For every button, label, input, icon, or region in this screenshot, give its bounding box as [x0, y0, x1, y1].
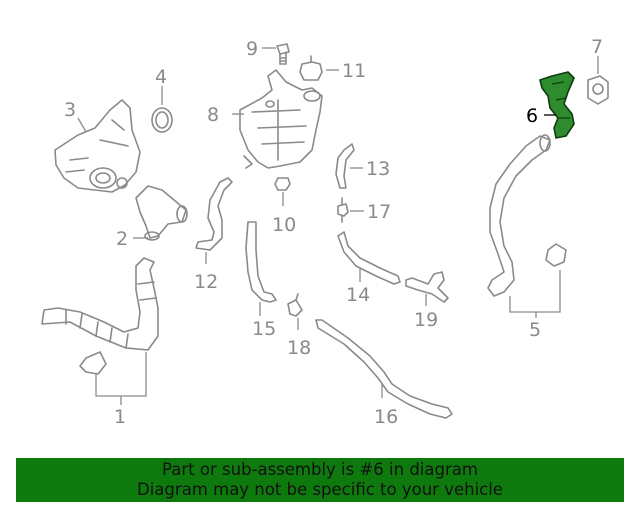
leader-5 [509, 270, 561, 313]
part-18-fitting[interactable] [287, 293, 303, 317]
part-11-cap[interactable] [299, 55, 323, 81]
banner-line-2: Diagram may not be specific to your vehi… [137, 480, 503, 499]
callout-12[interactable]: 12 [194, 271, 218, 293]
callout-13[interactable]: 13 [366, 158, 390, 180]
part-9-bolt[interactable] [276, 43, 290, 65]
callout-19[interactable]: 19 [414, 309, 438, 331]
part-6-outlet-highlighted[interactable] [539, 71, 575, 139]
parts-diagram: 3 4 2 1 12 8 9 11 [41, 36, 609, 428]
callout-1[interactable]: 1 [114, 406, 126, 428]
part-19-pipe[interactable] [405, 271, 449, 303]
callout-10[interactable]: 10 [272, 214, 296, 236]
part-14-hose[interactable] [337, 231, 401, 285]
callout-6[interactable]: 6 [526, 105, 538, 127]
callout-18[interactable]: 18 [287, 337, 311, 359]
part-1-hose[interactable] [41, 257, 159, 375]
part-5-hose[interactable] [487, 134, 567, 297]
part-4-oring[interactable] [151, 107, 173, 133]
callout-8[interactable]: 8 [207, 104, 219, 126]
callout-7[interactable]: 7 [591, 36, 603, 58]
part-17-fitting[interactable] [337, 197, 349, 223]
callout-3[interactable]: 3 [64, 99, 76, 121]
callout-17[interactable]: 17 [367, 201, 391, 223]
callout-15[interactable]: 15 [252, 318, 276, 340]
part-13-hose[interactable] [335, 143, 355, 189]
callout-9[interactable]: 9 [246, 38, 258, 60]
part-12-hose[interactable] [195, 177, 233, 251]
part-8-reservoir[interactable] [239, 69, 323, 169]
callout-2[interactable]: 2 [116, 228, 128, 250]
part-7-gasket[interactable] [587, 75, 609, 105]
callout-16[interactable]: 16 [374, 406, 398, 428]
part-3-housing[interactable] [54, 99, 141, 193]
callout-4[interactable]: 4 [155, 66, 167, 88]
callout-14[interactable]: 14 [346, 284, 370, 306]
leader-3 [77, 117, 87, 133]
callout-5[interactable]: 5 [529, 319, 541, 341]
banner-line-1: Part or sub-assembly is #6 in diagram [162, 460, 478, 479]
callout-11[interactable]: 11 [342, 60, 366, 82]
part-10-plug[interactable] [274, 177, 291, 191]
part-15-hose[interactable] [245, 221, 277, 303]
part-16-hose[interactable] [315, 319, 453, 419]
part-2-thermostat[interactable] [135, 185, 188, 241]
part-info-banner: Part or sub-assembly is #6 in diagram Di… [16, 458, 624, 502]
part-4-oring-inner [155, 111, 169, 129]
